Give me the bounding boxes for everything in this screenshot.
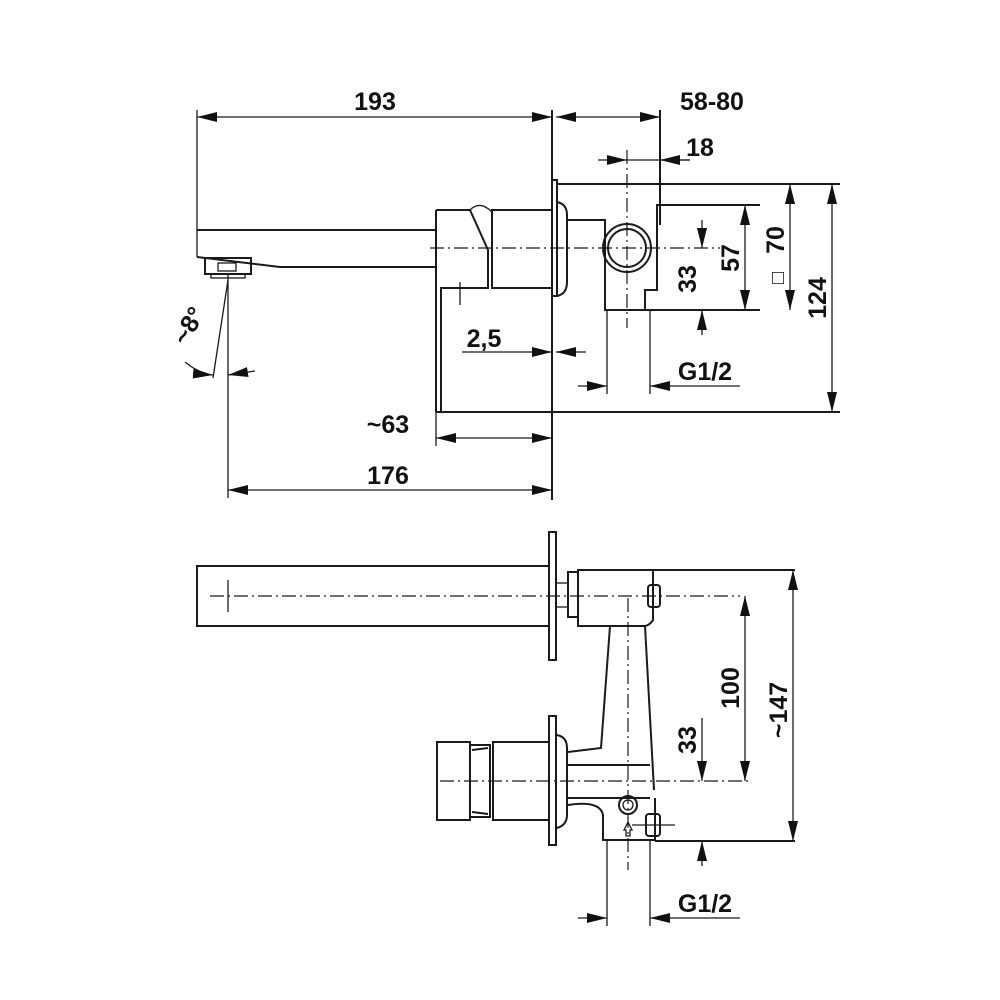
top-dimensions: 193 58-80 18 33 57 70 □ 124 2,5 G	[167, 88, 837, 498]
dim-g12-bottom: G1/2	[678, 890, 732, 918]
spout-bottom	[196, 531, 740, 661]
mixer-body	[435, 204, 840, 413]
dim-33-top: 33	[674, 265, 702, 293]
dim-100: 100	[717, 667, 745, 709]
dim-2-5: 2,5	[467, 325, 502, 353]
dim-63: ~63	[367, 411, 409, 439]
dim-58-80: 58-80	[680, 88, 744, 116]
dim-angle: ~8°	[167, 302, 211, 349]
dim-124: 124	[804, 277, 832, 319]
spout	[196, 110, 436, 279]
valve-body-bottom	[555, 569, 795, 870]
dim-176: 176	[367, 462, 409, 490]
dim-g12-top: G1/2	[678, 358, 732, 386]
square-symbol: □	[767, 272, 789, 284]
bottom-dimensions: 100 ~147 33 G1/2	[578, 570, 798, 926]
handle-bottom	[436, 715, 795, 846]
wall-plate	[551, 110, 568, 500]
dim-147: ~147	[765, 682, 793, 738]
top-view: 193 58-80 18 33 57 70 □ 124 2,5 G	[167, 88, 840, 500]
dim-57: 57	[717, 244, 745, 272]
bottom-view: 100 ~147 33 G1/2	[196, 531, 798, 926]
dim-70: 70	[762, 226, 790, 254]
dim-33-bottom: 33	[674, 726, 702, 754]
dim-18: 18	[686, 134, 714, 162]
dim-193: 193	[354, 88, 396, 116]
